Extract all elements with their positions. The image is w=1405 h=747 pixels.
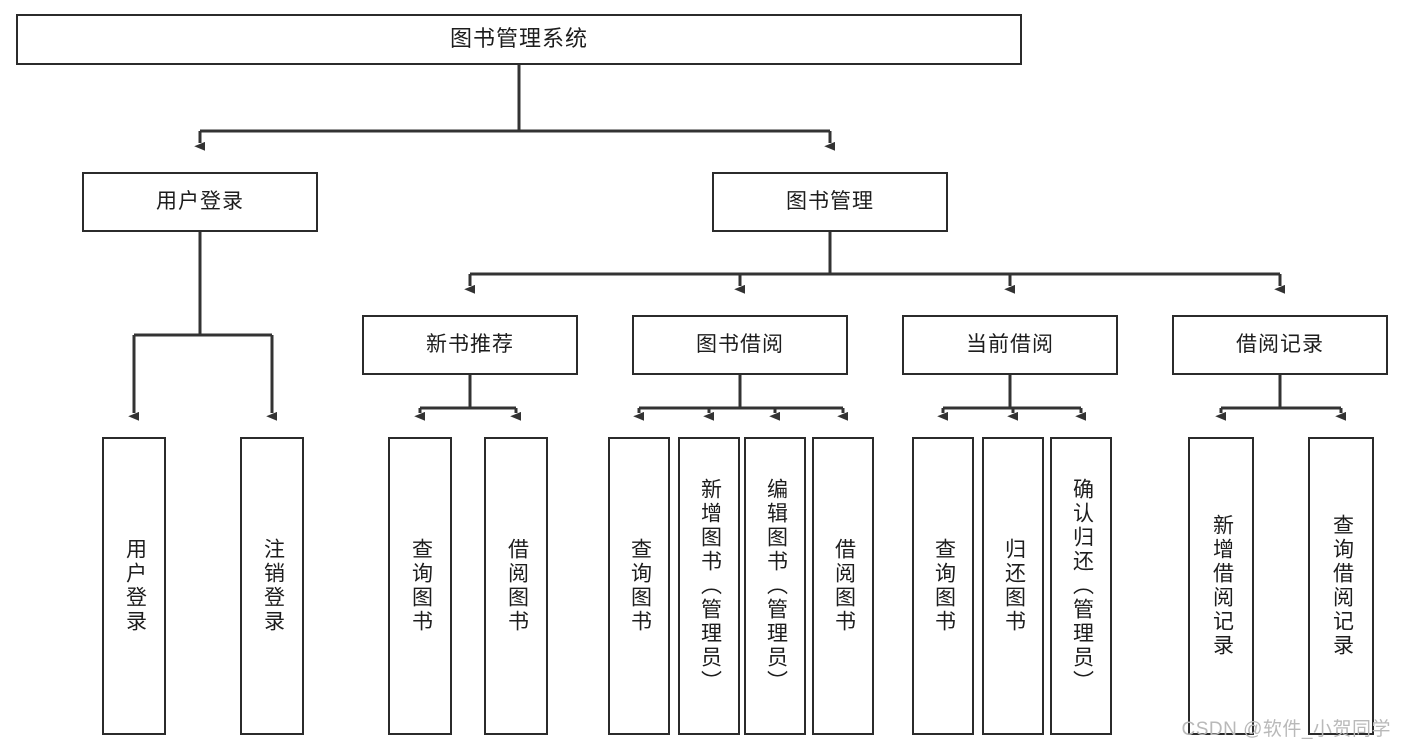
- watermark-text: CSDN @软件_小贺同学: [1181, 719, 1391, 740]
- leaf-label: 用户登录: [123, 538, 147, 634]
- leaf-label: 查询图书: [409, 538, 433, 634]
- leaf-label: 借阅图书: [505, 538, 529, 634]
- node-leaf-query-book-2[interactable]: 查询图书: [608, 437, 670, 735]
- node-root-system[interactable]: 图书管理系统: [16, 14, 1022, 65]
- node-borrow-record[interactable]: 借阅记录: [1172, 315, 1388, 375]
- node-current-borrow[interactable]: 当前借阅: [902, 315, 1118, 375]
- node-leaf-borrow-book-1[interactable]: 借阅图书: [484, 437, 548, 735]
- node-leaf-edit-book-admin[interactable]: 编辑图书（管理员）: [744, 437, 806, 735]
- leaf-label: 查询图书: [628, 538, 652, 634]
- node-new-book-rec[interactable]: 新书推荐: [362, 315, 578, 375]
- node-leaf-user-login[interactable]: 用户登录: [102, 437, 166, 735]
- node-book-borrow[interactable]: 图书借阅: [632, 315, 848, 375]
- leaf-label: 新增图书（管理员）: [698, 478, 722, 694]
- leaf-label: 注销登录: [261, 538, 285, 634]
- node-user-login-label: 用户登录: [156, 190, 244, 214]
- node-borrow-record-label: 借阅记录: [1236, 333, 1324, 357]
- node-book-manage-label: 图书管理: [786, 190, 874, 214]
- node-leaf-add-book-admin[interactable]: 新增图书（管理员）: [678, 437, 740, 735]
- node-leaf-confirm-return-admin[interactable]: 确认归还（管理员）: [1050, 437, 1112, 735]
- node-root-label: 图书管理系统: [449, 26, 588, 52]
- node-new-book-rec-label: 新书推荐: [426, 333, 514, 357]
- node-leaf-query-borrow-record[interactable]: 查询借阅记录: [1308, 437, 1374, 735]
- leaf-label: 借阅图书: [832, 538, 856, 634]
- leaf-label: 编辑图书（管理员）: [764, 478, 788, 694]
- leaf-label: 查询图书: [932, 538, 956, 634]
- node-current-borrow-label: 当前借阅: [966, 333, 1054, 357]
- node-leaf-query-book-3[interactable]: 查询图书: [912, 437, 974, 735]
- leaf-label: 确认归还（管理员）: [1070, 478, 1094, 694]
- node-leaf-user-logout[interactable]: 注销登录: [240, 437, 304, 735]
- node-leaf-borrow-book-2[interactable]: 借阅图书: [812, 437, 874, 735]
- node-leaf-add-borrow-record[interactable]: 新增借阅记录: [1188, 437, 1254, 735]
- leaf-label: 查询借阅记录: [1330, 514, 1354, 658]
- node-user-login[interactable]: 用户登录: [82, 172, 318, 232]
- node-leaf-query-book-1[interactable]: 查询图书: [388, 437, 452, 735]
- leaf-label: 新增借阅记录: [1210, 514, 1234, 658]
- node-book-manage[interactable]: 图书管理: [712, 172, 948, 232]
- node-book-borrow-label: 图书借阅: [696, 333, 784, 357]
- leaf-label: 归还图书: [1002, 538, 1026, 634]
- node-leaf-return-book[interactable]: 归还图书: [982, 437, 1044, 735]
